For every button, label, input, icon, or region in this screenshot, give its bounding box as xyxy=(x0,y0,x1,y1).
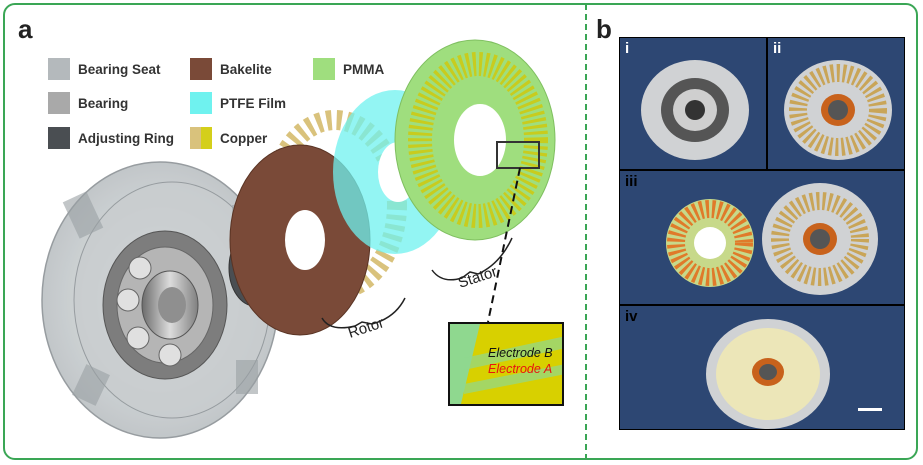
swatch-copper xyxy=(190,127,212,149)
legend-label: Bearing xyxy=(78,95,129,111)
stator-bracket xyxy=(431,237,513,281)
electrode-a-label: Electrode A xyxy=(488,362,553,376)
stator-disc xyxy=(394,39,556,241)
stator-label: Stator xyxy=(456,263,499,292)
photo-iii-device xyxy=(666,183,878,295)
legend-label: Bearing Seat xyxy=(78,61,161,77)
legend-bakelite: Bakelite xyxy=(190,58,272,80)
electrode-b-label: Electrode B xyxy=(488,346,553,360)
legend-ptfe-film: PTFE Film xyxy=(190,92,286,114)
legend-label: Adjusting Ring xyxy=(78,130,174,146)
swatch-bearing xyxy=(48,92,70,114)
photo-i-device xyxy=(641,60,749,160)
inset-stripes xyxy=(450,324,562,404)
photo-label-iv: iv xyxy=(625,308,638,325)
legend-label: Bakelite xyxy=(220,61,272,77)
legend-copper: Copper xyxy=(190,127,267,149)
scale-bar xyxy=(858,408,882,411)
swatch-ptfe-film xyxy=(190,92,212,114)
photo-iv-device xyxy=(706,319,882,429)
panel-label-b: b xyxy=(596,14,612,44)
legend-adjusting-ring: Adjusting Ring xyxy=(48,127,174,149)
rotor-bracket xyxy=(321,297,406,329)
photo-i: i xyxy=(619,37,767,170)
photo-label-i: i xyxy=(625,40,630,57)
swatch-bearing-seat xyxy=(48,58,70,80)
photo-label-iii: iii xyxy=(625,173,638,190)
swatch-adjusting-ring xyxy=(48,127,70,149)
legend-label: Copper xyxy=(220,130,268,146)
legend-label: PMMA xyxy=(343,61,385,77)
swatch-pmma xyxy=(313,58,335,80)
photo-ii-device xyxy=(784,60,892,160)
swatch-bakelite xyxy=(190,58,212,80)
legend-pmma: PMMA xyxy=(313,58,384,80)
figure-frame xyxy=(3,3,918,460)
electrode-inset: Electrode B Electrode A xyxy=(448,322,564,406)
panel-divider xyxy=(585,4,587,460)
photo-label-ii: ii xyxy=(773,40,782,57)
photo-ii: ii xyxy=(767,37,905,170)
legend-label: PTFE Film xyxy=(220,95,287,111)
photo-iii: iii xyxy=(619,170,905,305)
legend-bearing: Bearing xyxy=(48,92,128,114)
callout-line xyxy=(487,167,521,323)
photo-iv: iv xyxy=(619,305,905,430)
bearing xyxy=(102,230,228,380)
rotor-label: Rotor xyxy=(346,314,386,342)
legend-bearing-seat: Bearing Seat xyxy=(48,58,161,80)
panel-label-a: a xyxy=(18,14,33,44)
